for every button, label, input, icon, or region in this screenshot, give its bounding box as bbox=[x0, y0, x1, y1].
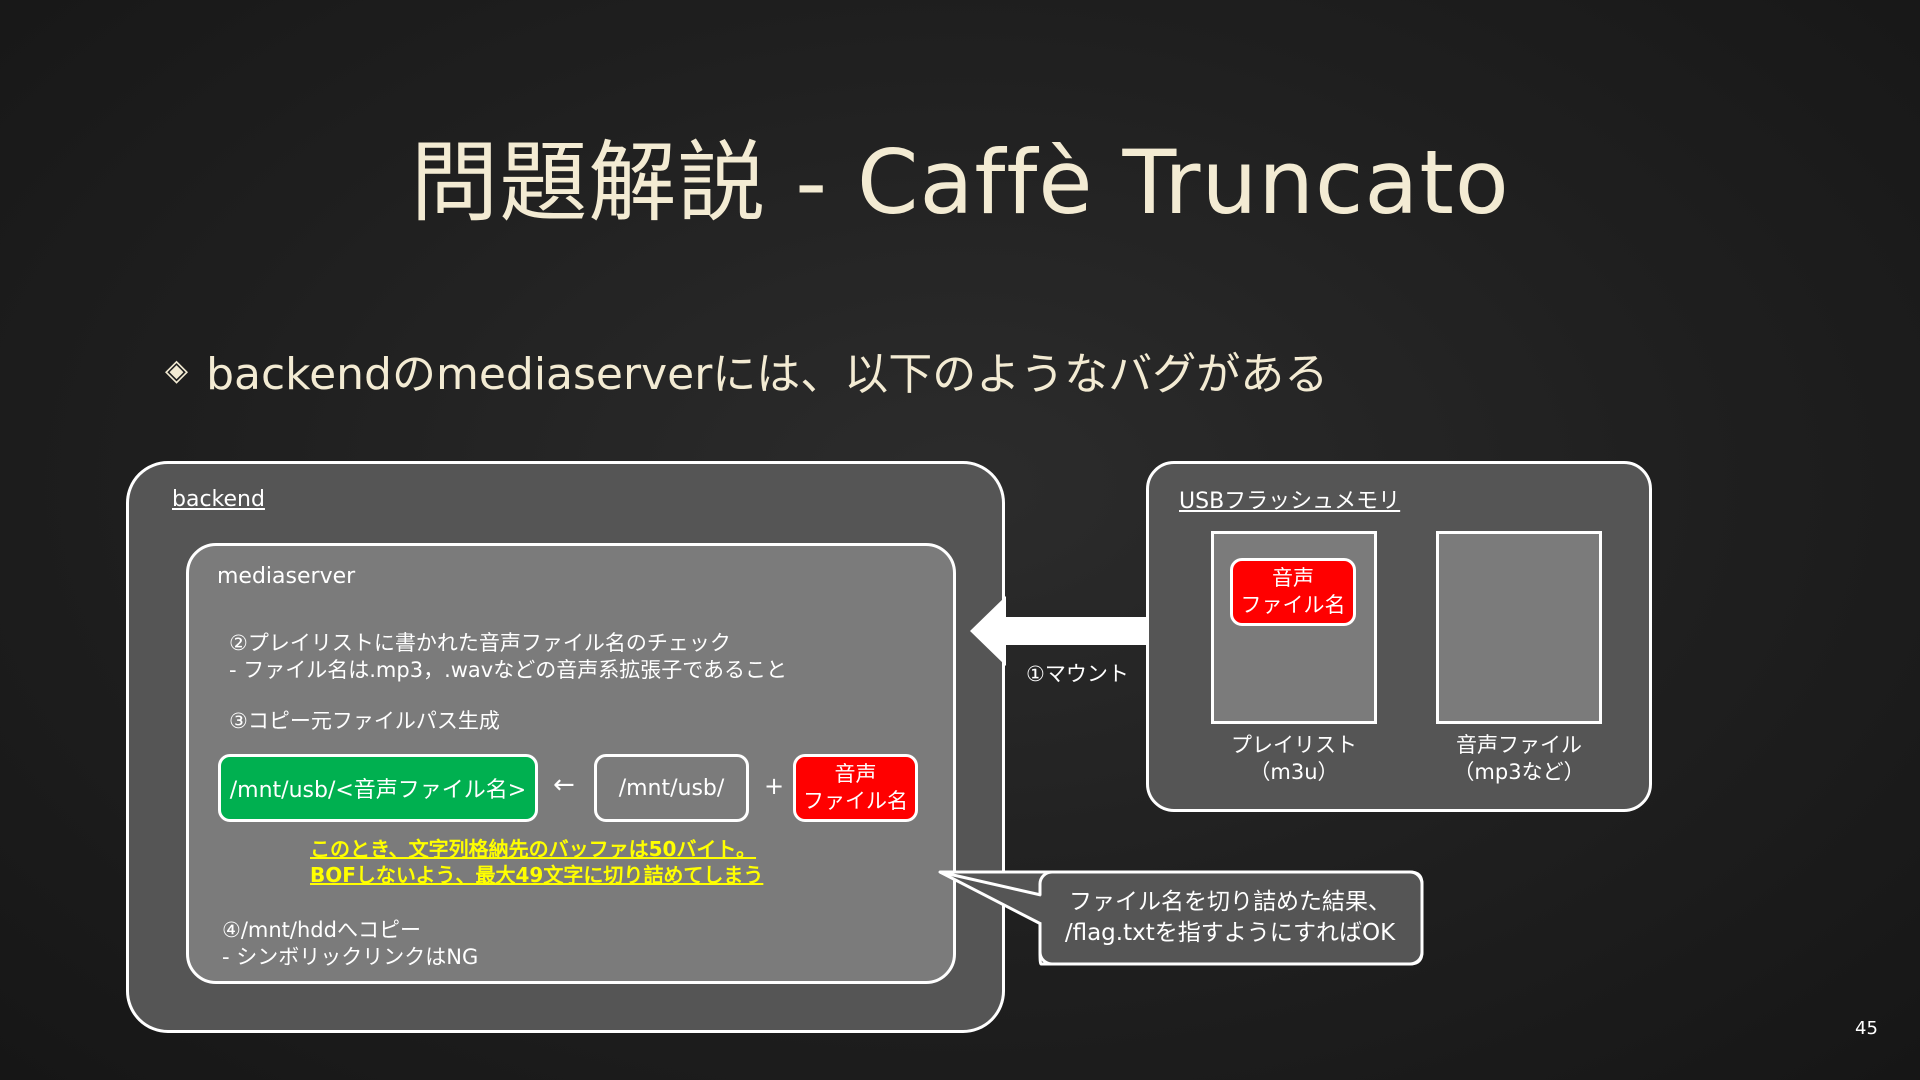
page-number: 45 bbox=[1855, 1018, 1878, 1039]
step3-title: ③コピー元ファイルパス生成 bbox=[229, 709, 500, 733]
mount-label: ①マウント bbox=[1026, 662, 1129, 686]
assign-arrow: ← bbox=[553, 770, 575, 800]
bullet-point: ◈ backendのmediaserverには、以下のようなバグがある bbox=[165, 338, 1328, 402]
callout-text: ファイル名を切り詰めた結果、 /flag.txtを指すようにすればOK bbox=[1040, 872, 1420, 964]
bullet-text: backendのmediaserverには、以下のようなバグがある bbox=[206, 349, 1329, 400]
playlist-tag-line1: 音声 bbox=[1272, 565, 1314, 590]
playlist-caption-line2: （m3u） bbox=[1249, 760, 1339, 785]
playlist-tag-line2: ファイル名 bbox=[1240, 593, 1346, 617]
audio-file-caption: 音声ファイル （mp3など） bbox=[1419, 732, 1619, 787]
audio-caption-line2: （mp3など） bbox=[1453, 760, 1585, 785]
usb-label: USBフラッシュメモリ bbox=[1179, 489, 1401, 514]
result-path-box: /mnt/usb/<音声ファイル名> bbox=[218, 754, 538, 822]
audio-caption-line1: 音声ファイル bbox=[1456, 733, 1582, 757]
mediaserver-label: mediaserver bbox=[217, 564, 356, 589]
audio-filename-line1: 音声 bbox=[834, 761, 877, 786]
slide-title: 問題解説 - Caffè Truncato bbox=[410, 131, 1510, 234]
audio-filename-line2: ファイル名 bbox=[803, 789, 908, 813]
step4-detail: - シンボリックリンクはNG bbox=[222, 945, 479, 969]
plus-sign: + bbox=[764, 772, 785, 800]
result-path-text: /mnt/usb/<音声ファイル名> bbox=[229, 778, 527, 803]
backend-label: backend bbox=[172, 487, 265, 512]
audio-filename-box: 音声 ファイル名 bbox=[793, 754, 918, 822]
callout-line1: ファイル名を切り詰めた結果、 bbox=[1069, 888, 1391, 915]
playlist-caption: プレイリスト （m3u） bbox=[1194, 732, 1394, 787]
step2-detail: - ファイル名は.mp3，.wavなどの音声系拡張子であること bbox=[229, 658, 788, 682]
step4-title: ④/mnt/hddへコピー bbox=[222, 918, 421, 942]
warning-line1: このとき、文字列格納先のバッファは50バイト。 bbox=[310, 837, 757, 861]
callout-bubble bbox=[938, 870, 1424, 966]
callout-line2: /flag.txtを指すようにすればOK bbox=[1064, 920, 1396, 946]
audio-file bbox=[1436, 531, 1602, 724]
diamond-bullet-icon: ◈ bbox=[165, 352, 189, 388]
base-path-box: /mnt/usb/ bbox=[594, 754, 749, 822]
playlist-caption-line1: プレイリスト bbox=[1231, 733, 1357, 757]
warning-line2: BOFしないよう、最大49文字に切り詰めてしまう bbox=[310, 863, 764, 887]
base-path-text: /mnt/usb/ bbox=[618, 775, 725, 801]
step2-title: ②プレイリストに書かれた音声ファイル名のチェック bbox=[229, 631, 731, 655]
mount-arrow-icon bbox=[970, 596, 1164, 666]
playlist-audio-filename-tag: 音声 ファイル名 bbox=[1230, 558, 1356, 626]
